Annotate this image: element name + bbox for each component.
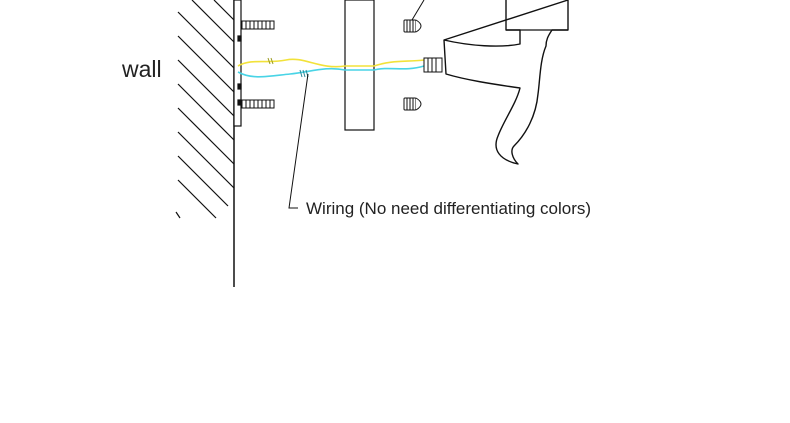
wall-screw-bottom xyxy=(241,99,275,109)
wire-crimp-marks xyxy=(267,57,274,65)
base-plate xyxy=(344,0,375,131)
wire-cyan xyxy=(237,65,425,78)
fixture-connector xyxy=(423,57,443,73)
wall-screw-top xyxy=(241,20,275,30)
wire-crimp-marks-cyan xyxy=(299,69,309,78)
top-leader-line xyxy=(411,0,425,21)
wall-label: wall xyxy=(121,56,162,82)
screw-cap-top xyxy=(403,19,422,33)
hook-fixture xyxy=(443,0,569,165)
wire-yellow xyxy=(237,58,425,68)
mounting-plate xyxy=(233,0,242,127)
wiring-label: Wiring (No need differentiating colors) xyxy=(306,199,591,218)
screw-cap-bottom xyxy=(403,97,422,111)
wall-hatching xyxy=(175,0,235,219)
wiring-leader-line xyxy=(288,73,309,209)
